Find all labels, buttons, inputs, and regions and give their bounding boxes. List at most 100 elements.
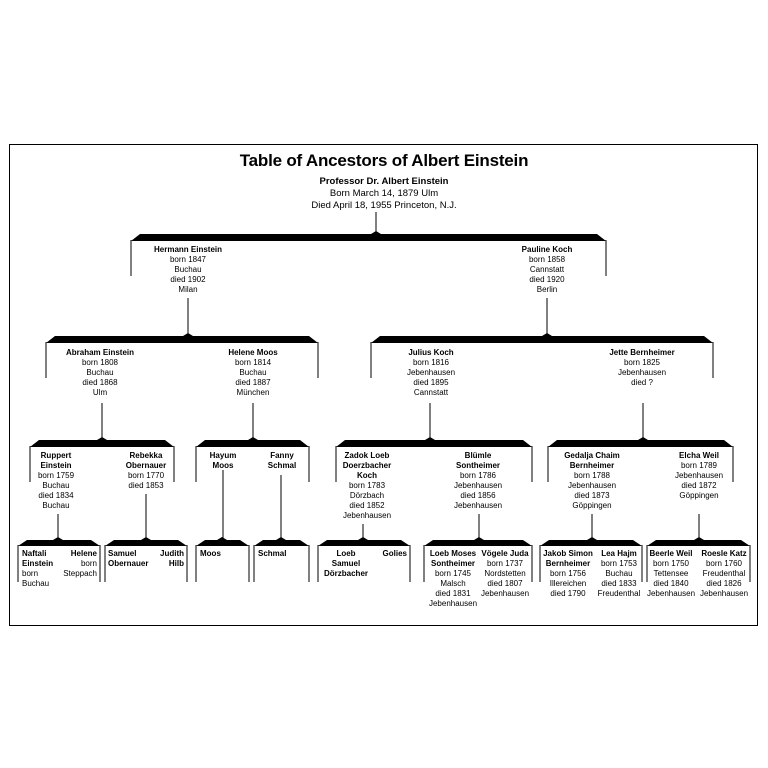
person-detail: Milan xyxy=(178,285,198,294)
person-name: Elcha Weil xyxy=(679,451,719,460)
person-name: Obernauer xyxy=(108,559,149,568)
person-name: Rebekka xyxy=(129,451,163,460)
person-name: Koch xyxy=(357,471,377,480)
person-detail: died ? xyxy=(631,378,653,387)
person-detail: Jebenhausen xyxy=(617,368,667,377)
person-name: Jette Bernheimer xyxy=(609,348,675,357)
person-detail: Buchau xyxy=(42,501,70,510)
person-detail: Buchau xyxy=(22,579,50,588)
person-detail: died 1853 xyxy=(128,481,164,490)
person-detail: died 1856 xyxy=(460,491,496,500)
person-name: Dörzbacher xyxy=(323,569,369,578)
person-name: Einstein xyxy=(22,559,54,568)
person-name: Fanny xyxy=(270,451,294,460)
person-detail: Freudenthal xyxy=(597,589,641,598)
person-detail: born 1737 xyxy=(486,559,524,568)
person-detail: died 1840 xyxy=(653,579,689,588)
person-detail: Jebenhausen xyxy=(646,589,696,598)
person-detail: born 1783 xyxy=(348,481,386,490)
person-name: Helene xyxy=(70,549,97,558)
person-name: Roesle Katz xyxy=(701,549,747,558)
person-detail: Buchau xyxy=(605,569,633,578)
subject-name: Professor Dr. Albert Einstein xyxy=(319,176,449,187)
person-detail: Jebenhausen xyxy=(674,471,724,480)
person-detail: Freudenthal xyxy=(702,569,746,578)
person-detail: Illereichen xyxy=(549,579,587,588)
person-name: Bernheimer xyxy=(569,461,615,470)
person-detail: died 1790 xyxy=(550,589,586,598)
person-name: Sontheimer xyxy=(455,461,501,470)
person-detail: born 1750 xyxy=(652,559,690,568)
person-detail: born 1816 xyxy=(412,358,450,367)
person-detail: died 1831 xyxy=(435,589,471,598)
person-detail: died 1873 xyxy=(574,491,610,500)
diagram-frame xyxy=(9,144,758,626)
person-name: Abraham Einstein xyxy=(65,348,135,357)
person-detail: Jebenhausen xyxy=(453,481,503,490)
person-detail: born 1788 xyxy=(573,471,611,480)
person-detail: Ulm xyxy=(92,388,108,397)
person-name: Helene Moos xyxy=(228,348,278,357)
person-detail: died 1852 xyxy=(349,501,385,510)
person-detail: Jebenhausen xyxy=(453,501,503,510)
person-detail: Steppach xyxy=(63,569,97,578)
person-name: Hayum xyxy=(209,451,237,460)
subject-born: Born March 14, 1879 Ulm xyxy=(329,188,439,199)
person-detail: München xyxy=(236,388,270,397)
person-name: Zadok Loeb xyxy=(344,451,390,460)
person-detail: born xyxy=(80,559,97,568)
person-name: Einstein xyxy=(40,461,72,470)
person-detail: Göppingen xyxy=(679,491,719,500)
person-detail: born 1760 xyxy=(705,559,743,568)
person-detail: Tettensee xyxy=(653,569,689,578)
person-detail: died 1826 xyxy=(706,579,742,588)
diagram-title: Table of Ancestors of Albert Einstein xyxy=(239,151,529,170)
person-detail: born 1847 xyxy=(169,255,207,264)
person-detail: Göppingen xyxy=(572,501,612,510)
person-name: Hilb xyxy=(168,559,184,568)
person-detail: born 1858 xyxy=(528,255,566,264)
person-detail: died 1895 xyxy=(413,378,449,387)
person-moos: Moos xyxy=(200,549,221,559)
person-detail: Malsch xyxy=(440,579,466,588)
person-name: Lea Hajm xyxy=(601,549,637,558)
person-name: Beerle Weil xyxy=(649,549,693,558)
subject-died: Died April 18, 1955 Princeton, N.J. xyxy=(311,200,457,211)
person-name: Blümle xyxy=(464,451,492,460)
person-detail: Buchau xyxy=(42,481,70,490)
person-name: Loeb Moses xyxy=(429,549,477,558)
person-detail: born 1745 xyxy=(434,569,472,578)
person-name: Golies xyxy=(382,549,407,558)
person-detail: born 1825 xyxy=(623,358,661,367)
person-detail: born 1786 xyxy=(459,471,497,480)
person-name: Jakob Simon xyxy=(543,549,593,558)
person-name: Ruppert xyxy=(40,451,72,460)
person-name: Julius Koch xyxy=(408,348,454,357)
person-detail: Buchau xyxy=(239,368,267,377)
person-detail: Buchau xyxy=(86,368,114,377)
person-detail: Jebenhausen xyxy=(428,599,478,608)
person-detail: Jebenhausen xyxy=(567,481,617,490)
person-detail: Nordstetten xyxy=(484,569,526,578)
person-detail: died 1868 xyxy=(82,378,118,387)
